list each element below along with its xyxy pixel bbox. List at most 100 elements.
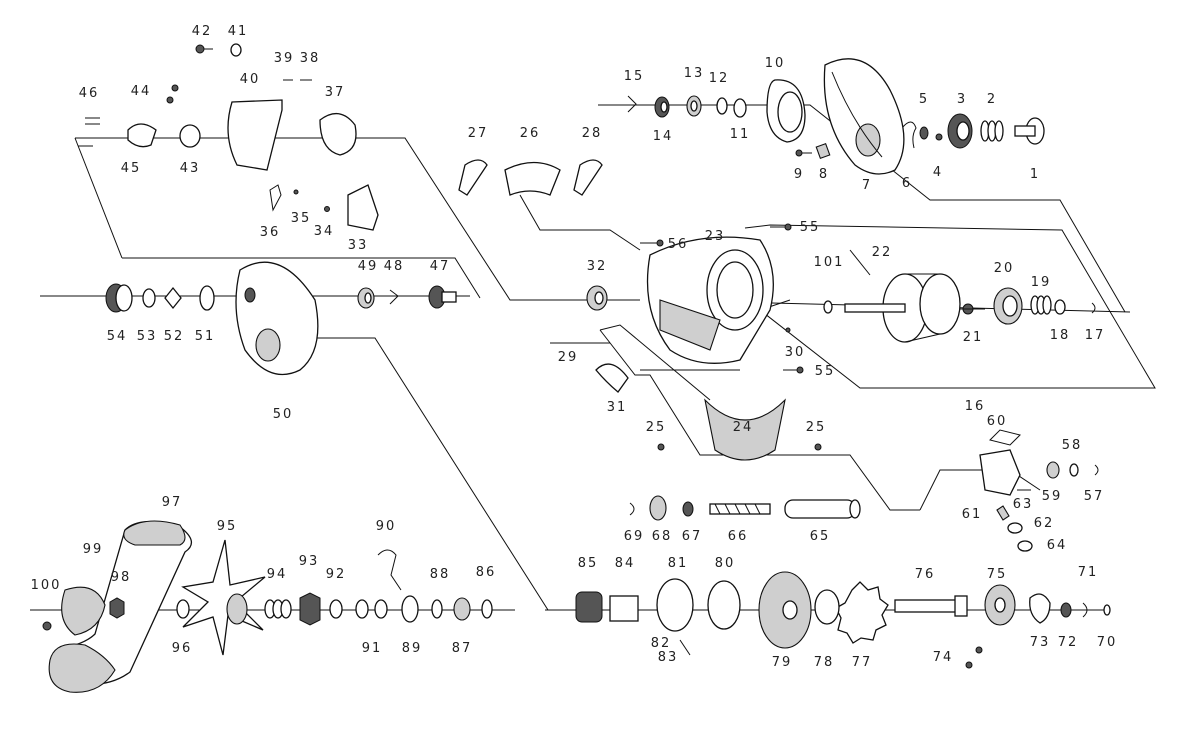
part-64 [1017,540,1033,552]
part-label-92: 92 [326,567,347,582]
part-80 [707,580,741,630]
part-label-84: 84 [615,556,636,571]
part-label-23: 23 [705,229,726,244]
part-label-96: 96 [172,641,193,656]
part-65-tube [784,499,861,519]
part-label-98: 98 [111,570,132,585]
part-label-46: 46 [79,86,100,101]
part-label-68: 68 [652,529,673,544]
part-label-21: 21 [963,330,984,345]
part-label-77: 77 [852,655,873,670]
part-label-90: 90 [376,519,397,534]
part-13 [686,95,702,117]
part-label-34: 34 [314,224,335,239]
part-49-bearing [357,287,375,309]
part-label-37: 37 [325,85,346,100]
part-label-69: 69 [624,529,645,544]
part-92 [329,599,343,619]
part-77-ratchet [835,581,889,644]
part-25-screw-left [657,443,665,451]
part-label-41: 41 [228,24,249,39]
part-label-97: 97 [162,495,183,510]
part-number-labels: 1234567891011121314151617181920212223242… [31,24,1116,670]
part-label-1: 1 [1030,167,1040,182]
part-label-95: 95 [217,519,238,534]
part-label-14: 14 [653,129,674,144]
part-label-57: 57 [1084,489,1105,504]
part-62 [1007,522,1023,534]
part-36 [269,184,282,212]
part-label-47: 47 [430,259,451,274]
part-label-27: 27 [468,126,489,141]
part-label-58: 58 [1062,438,1083,453]
part-label-78: 78 [814,655,835,670]
part-67 [682,501,694,517]
part-71 [1082,602,1088,618]
part-78 [814,589,840,625]
part-74-screws [965,646,983,669]
part-35 [293,189,299,195]
part-label-49: 49 [358,259,379,274]
part-label-101: 101 [814,255,845,270]
part-label-65: 65 [810,529,831,544]
part-label-32: 32 [587,259,608,274]
part-31 [595,363,629,393]
part-17 [1091,302,1096,314]
part-87 [453,597,471,621]
part-label-17: 17 [1085,328,1106,343]
part-32-bearing [586,285,608,311]
part-30 [785,327,791,333]
part-5 [919,126,929,140]
part-90-spring [377,549,402,591]
part-60-pawl-housing [979,429,1021,496]
part-label-56: 56 [668,237,689,252]
part-label-52: 52 [164,329,185,344]
part-95-star-drag [181,539,266,656]
part-label-26: 26 [520,126,541,141]
part-21 [958,303,985,315]
part-53 [142,288,156,308]
part-label-11: 11 [730,127,751,142]
part-47-pinion [428,285,457,309]
part-label-40: 40 [240,72,261,87]
part-73 [1029,593,1051,624]
part-18 [1054,299,1066,315]
part-50-side-plate [235,261,319,376]
part-label-66: 66 [728,529,749,544]
part-label-71: 71 [1078,565,1099,580]
part-11 [733,98,747,118]
part-label-53: 53 [137,329,158,344]
part-label-39: 39 [274,51,295,66]
part-label-72: 72 [1058,635,1079,650]
part-label-25a: 25 [646,420,667,435]
part-9-screw [795,149,812,157]
part-label-73: 73 [1030,635,1051,650]
part-label-12: 12 [709,71,730,86]
part-shapes [42,43,1155,693]
part-label-33: 33 [348,238,369,253]
spool [844,273,961,343]
part-37 [319,113,357,156]
part-label-55a: 55 [800,220,821,235]
part-label-61: 61 [962,507,983,522]
part-1-screw [1014,117,1045,145]
part-20-bearing-housing [993,287,1023,325]
part-24-thumb-bar [704,398,786,461]
part-label-38: 38 [300,51,321,66]
part-label-30: 30 [785,345,806,360]
part-14-bearing [654,96,670,118]
part-7-side-cover [823,58,905,175]
part-12 [716,97,728,115]
part-label-7: 7 [862,178,872,193]
part-33 [347,184,379,231]
part-label-20: 20 [994,261,1015,276]
part-81 [656,578,694,632]
part-label-59: 59 [1042,489,1063,504]
part-label-8: 8 [819,167,829,182]
part-label-89: 89 [402,641,423,656]
part-26 [504,161,561,196]
part-label-100: 100 [31,578,62,593]
part-85-roller-bearing [575,591,603,623]
part-79-main-gear [758,571,812,649]
